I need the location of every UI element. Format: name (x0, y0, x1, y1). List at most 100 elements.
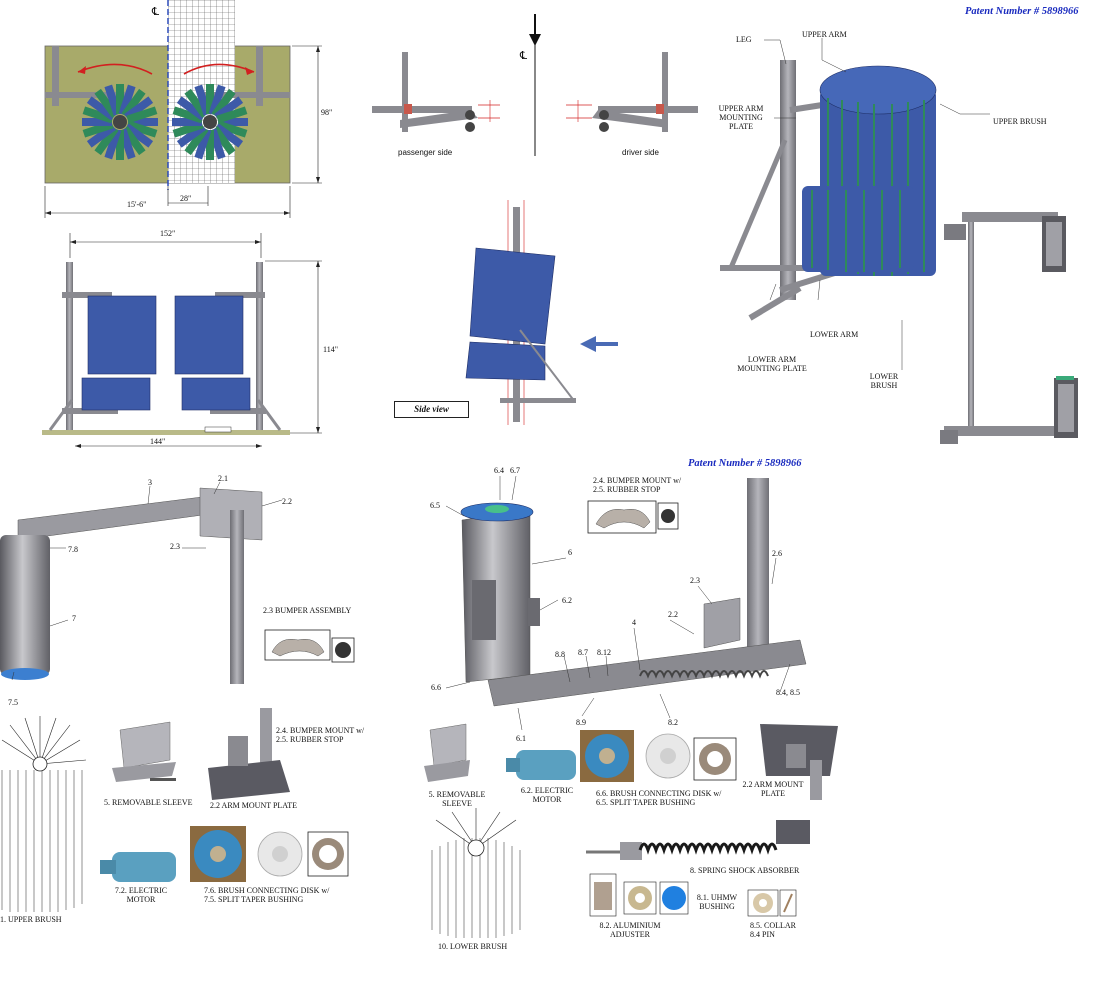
callout-8-2: 8.2 (668, 718, 678, 727)
dim-width-15-6: 15'-6" (127, 200, 147, 209)
brush-bristle (126, 106, 158, 124)
top-view-drawing (44, 0, 322, 218)
callout-2-3b: 2.3 (690, 576, 700, 585)
bumper-mount-label-top: 2.4. BUMPER MOUNT w/ 2.5. RUBBER STOP (593, 476, 682, 494)
front-brushes (81, 295, 251, 411)
label-lower-arm: LOWER ARM (810, 330, 859, 339)
bumper-assembly-label: 2.3 BUMPER ASSEMBLY (263, 606, 352, 615)
label-electric-motor-right: 6.2. ELECTRIC MOTOR (520, 786, 574, 804)
label-arm-mount-plate-left: 2.2 ARM MOUNT PLATE (210, 801, 297, 810)
patent-number-top: Patent Number # 5898966 (965, 6, 1079, 17)
callout-6-7: 6.7 (510, 466, 520, 475)
parts-left-drawing (1, 708, 349, 912)
brush-bristle (82, 106, 114, 124)
callout-2-2b: 2.2 (668, 610, 678, 619)
brush-bristle (126, 120, 158, 138)
callout-6: 6 (568, 548, 572, 557)
callout-8-8: 8.8 (555, 650, 565, 659)
brush-bristle (124, 123, 154, 148)
label-removable-sleeve-right: 5. REMOVABLE SLEEVE (428, 790, 486, 808)
callout-8-9: 8.9 (576, 718, 586, 727)
label-bumper-mount-left: 2.4. BUMPER MOUNT w/ 2.5. RUBBER STOP (276, 726, 365, 744)
label-upper-brush: UPPER BRUSH (993, 117, 1047, 126)
dim-height-98: 98" (321, 108, 333, 117)
brush-bristle (216, 120, 248, 138)
label-removable-sleeve-left: 5. REMOVABLE SLEEVE (104, 798, 193, 807)
callout-3: 3 (148, 478, 152, 487)
brush-bristle (216, 106, 248, 124)
brush-bristle (184, 126, 209, 156)
label-aluminium-adjuster: 8.2. ALUMINIUM ADJUSTER (599, 921, 661, 939)
upper-assembly-drawing (0, 481, 283, 684)
callout-7: 7 (72, 614, 76, 623)
brush-bristle (214, 123, 244, 148)
dim-gap-28: 28" (180, 194, 192, 203)
brush-bristle (172, 118, 202, 126)
dim-height-114: 114" (323, 345, 338, 354)
callout-8-7: 8.7 (578, 648, 588, 657)
brush-bristle (211, 88, 236, 118)
label-lower-brush: LOWER BRUSH (869, 372, 899, 390)
callout-7-5: 7.5 (8, 698, 18, 707)
brush-hub (203, 115, 217, 129)
label-arm-mount-plate-right: 2.2 ARM MOUNT PLATE (742, 780, 804, 798)
label-collar-pin: 8.5. COLLAR 8.4 PIN (750, 921, 796, 939)
brush-bristle (194, 128, 212, 160)
callout-6-2: 6.2 (562, 596, 572, 605)
brush-bristle (82, 118, 112, 126)
label-upper-brush-part: 1. UPPER BRUSH (0, 915, 62, 924)
label-uhmw-bushing: 8.1. UHMW BUSHING (696, 893, 738, 911)
label-lower-arm-mount-plate: LOWER ARM MOUNTING PLATE (737, 355, 807, 373)
callout-6-6: 6.6 (431, 683, 441, 692)
centerline-symbol: ℄ (152, 6, 160, 18)
brush-hub (113, 115, 127, 129)
brush-bristle (86, 96, 116, 121)
brush-bristle (94, 126, 119, 156)
passenger-side-label: passenger side (398, 148, 453, 157)
brush-bristle (128, 118, 158, 126)
brush-bristle (208, 84, 226, 116)
brush-bristle (121, 88, 146, 118)
brush-bristle (172, 106, 204, 124)
callout-6-4: 6.4 (494, 466, 504, 475)
side-views-drawing (372, 14, 698, 156)
front-view-drawing (42, 233, 322, 448)
driver-side-label: driver side (622, 148, 659, 157)
patent-number-middle: Patent Number # 5898966 (688, 458, 802, 469)
centerline-symbol-side: ℄ (520, 50, 528, 62)
dim-width-152: 152" (160, 229, 176, 238)
label-upper-arm: UPPER ARM (802, 30, 847, 39)
iso-assembly-drawing (720, 38, 990, 370)
callout-6-1: 6.1 (516, 734, 526, 743)
bumper-mount-image (587, 500, 679, 534)
callout-8-12: 8.12 (597, 648, 611, 657)
lower-assembly-drawing (445, 475, 807, 731)
brush-bristle (176, 96, 206, 121)
label-brush-disk-left: 7.6. BRUSH CONNECTING DISK w/ 7.5. SPLIT… (204, 886, 330, 904)
label-shock-absorber: 8. SPRING SHOCK ABSORBER (690, 866, 800, 875)
side-view-drawing (465, 200, 618, 425)
label-upper-arm-mount-plate: UPPER ARM MOUNTING PLATE (718, 104, 764, 131)
side-view-label: Side view (394, 401, 469, 418)
callout-2-2: 2.2 (282, 497, 292, 506)
callout-2-6: 2.6 (772, 549, 782, 558)
callout-8-4-8-5: 8.4, 8.5 (776, 688, 800, 697)
callout-4: 4 (632, 618, 636, 627)
callout-2-3: 2.3 (170, 542, 180, 551)
callout-6-5: 6.5 (430, 501, 440, 510)
label-brush-disk-right: 6.6. BRUSH CONNECTING DISK w/ 6.5. SPLIT… (596, 789, 722, 807)
dim-width-144: 144" (150, 437, 166, 446)
brush-top-left (82, 84, 158, 160)
label-electric-motor-left: 7.2. ELECTRIC MOTOR (114, 886, 168, 904)
c-frame-drawing (940, 212, 1078, 444)
label-leg: LEG (736, 35, 752, 44)
brush-bristle (104, 128, 122, 160)
brush-bristle (118, 84, 136, 116)
bumper-assembly-image (264, 629, 355, 663)
label-lower-brush-part: 10. LOWER BRUSH (438, 942, 508, 951)
brush-top-right (172, 84, 248, 160)
brush-bristle (218, 118, 248, 126)
callout-2-1: 2.1 (218, 474, 228, 483)
callout-7-8: 7.8 (68, 545, 78, 554)
